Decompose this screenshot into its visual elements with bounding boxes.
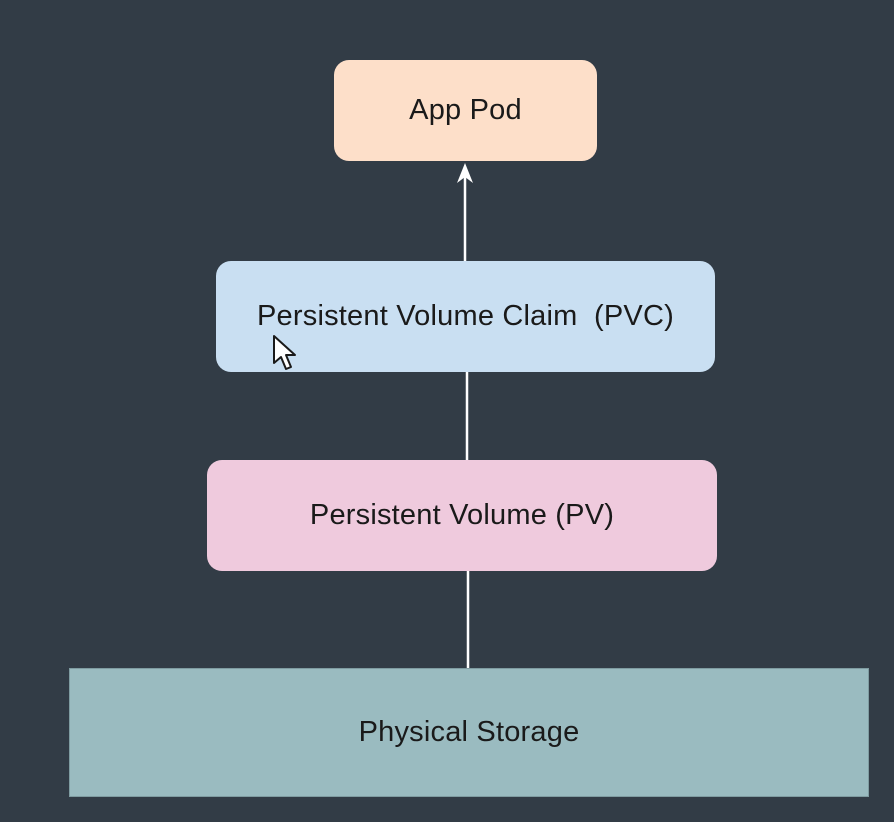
mouse-cursor-icon [273,335,296,370]
arrowhead-icon [457,163,473,183]
node-label: Persistent Volume (PV) [309,499,615,531]
node-app-pod: App Pod [334,60,597,161]
node-persistent-volume-claim: Persistent Volume Claim (PVC) [216,261,715,372]
node-label: Physical Storage [358,716,580,748]
node-physical-storage: Physical Storage [69,668,869,797]
node-label: App Pod [409,94,522,126]
node-label: Persistent Volume Claim (PVC) [257,300,674,332]
node-persistent-volume: Persistent Volume (PV) [207,460,717,571]
